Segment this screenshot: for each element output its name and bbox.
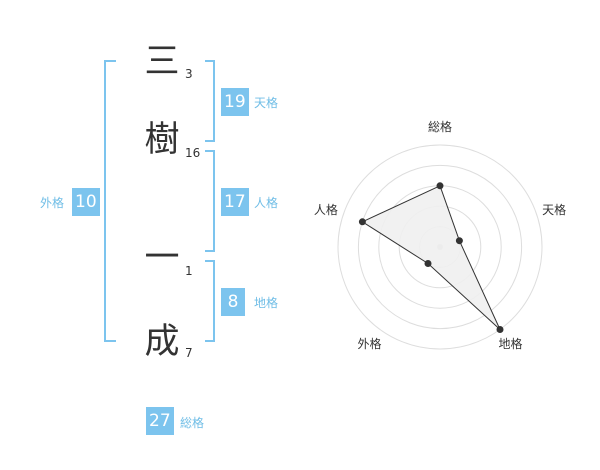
radar-point-1 [436,182,444,190]
radar-axis-label: 天格 [542,202,566,217]
name-char-4: 成 [144,322,180,362]
tenkaku-label: 天格 [254,96,279,110]
soukaku-value: 27 [146,407,174,435]
stroke-count-1: 3 [185,67,193,81]
stroke-count-2: 16 [185,146,201,160]
chikaku-value: 8 [221,288,245,316]
radar-grid-ring [337,144,543,350]
radar-axis-label: 外格 [357,336,381,351]
gaikaku-bracket [104,60,116,342]
soukaku-label: 総格 [180,416,205,430]
radar-polygon [361,185,501,330]
radar-point-4 [424,260,432,267]
gaikaku-label: 外格 [40,196,65,210]
jinkaku-value: 17 [221,188,249,216]
name-char-2: 樹 [144,120,180,160]
radar-point-3 [496,326,504,333]
tenkaku-value: 19 [221,88,249,116]
tenkaku-bracket [205,60,215,142]
name-char-3: 一 [144,238,180,278]
radar-grid-ring [357,164,523,330]
jinkaku-bracket [205,150,215,252]
name-char-1: 三 [144,42,180,82]
gaikaku-value: 10 [72,188,100,216]
stroke-count-4: 7 [185,346,193,360]
chikaku-label: 地格 [254,296,279,310]
chikaku-bracket [205,260,215,342]
radar-axis-label: 総格 [428,119,452,134]
radar-point-5 [358,218,366,226]
stroke-count-3: 1 [185,264,193,278]
radar-point-2 [455,237,463,245]
radar-axis-label: 人格 [314,202,338,217]
radar-axis-label: 地格 [498,336,522,351]
jinkaku-label: 人格 [254,196,279,210]
